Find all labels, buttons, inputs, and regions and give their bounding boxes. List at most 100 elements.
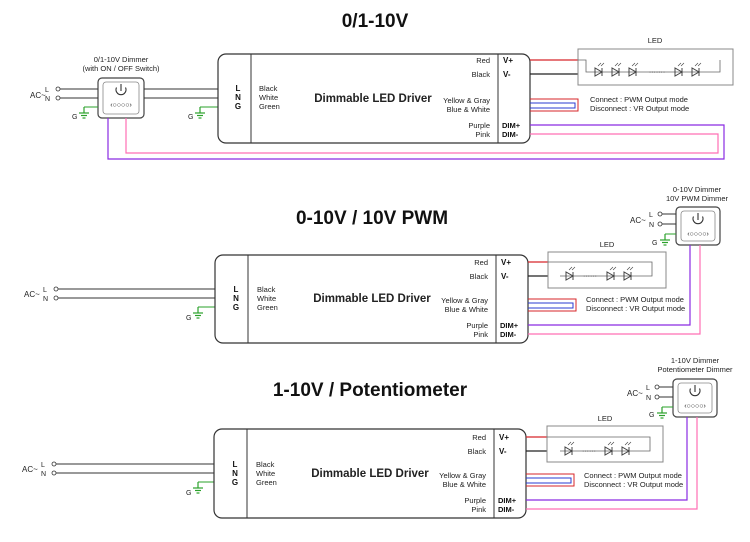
disconnect-text: Disconnect : VR Output mode: [584, 480, 683, 489]
section-1-10v-potentiometer: 1-10V / Potentiometer 1-10V Dimmer Poten…: [22, 356, 733, 519]
g-label-dimmer: G: [72, 114, 77, 121]
out-pink: Pink: [473, 330, 488, 339]
input-color-green: Green: [259, 102, 280, 111]
dimmer-box: [672, 378, 718, 418]
pin-vplus: V+: [499, 433, 509, 442]
pin-l: L: [234, 285, 239, 294]
out-blue-white: Blue & White: [447, 105, 490, 114]
n-label: N: [43, 296, 48, 303]
l-label: L: [43, 287, 47, 294]
power-icon: [692, 213, 704, 225]
input-color-white: White: [256, 469, 275, 478]
dimmer-label-line1: 1-10V Dimmer: [671, 356, 720, 365]
out-red: Red: [472, 433, 486, 442]
n-label: N: [646, 395, 651, 402]
led-label: LED: [600, 240, 615, 249]
out-black: Black: [470, 272, 489, 281]
pin-n: N: [232, 469, 238, 478]
pin-g: G: [233, 303, 239, 312]
out-red: Red: [476, 56, 490, 65]
n-label: N: [649, 222, 654, 229]
ac-label: AC~: [630, 216, 646, 225]
section-title: 0/1-10V: [342, 11, 409, 32]
pin-l: L: [236, 84, 241, 93]
dimmer-label-line2: Potentiometer Dimmer: [657, 365, 733, 374]
g-label-driver: G: [188, 114, 193, 121]
g-label-dimmer: G: [649, 412, 654, 419]
out-black: Black: [468, 447, 487, 456]
dimmer-dots: ‹○○○○›: [687, 231, 709, 238]
driver-title: Dimmable LED Driver: [313, 293, 431, 305]
dimmer-label-line2: 10V PWM Dimmer: [666, 194, 729, 203]
n-label: N: [41, 471, 46, 478]
pin-n: N: [233, 294, 239, 303]
connect-text: Connect : PWM Output mode: [586, 295, 684, 304]
l-label: L: [41, 462, 45, 469]
out-yellow-gray: Yellow & Gray: [439, 471, 486, 480]
pin-g: G: [232, 478, 238, 487]
svg-text:······: ······: [583, 273, 597, 280]
input-color-black: Black: [259, 84, 278, 93]
input-color-white: White: [257, 294, 276, 303]
pin-dimplus: DIM+: [500, 321, 519, 330]
input-color-green: Green: [257, 303, 278, 312]
out-yellow-gray: Yellow & Gray: [441, 296, 488, 305]
power-icon: [115, 84, 127, 96]
pin-vminus: V-: [499, 447, 507, 456]
out-purple: Purple: [468, 121, 490, 130]
connect-text: Connect : PWM Output mode: [590, 95, 688, 104]
l-label: L: [646, 385, 650, 392]
input-color-black: Black: [257, 285, 276, 294]
dimmer-label-line1: 0/1-10V Dimmer: [94, 55, 149, 64]
ac-label: AC~: [24, 290, 40, 299]
g-label-dimmer: G: [652, 240, 657, 247]
input-color-green: Green: [256, 478, 277, 487]
g-label-driver: G: [186, 490, 191, 497]
section-title: 1-10V / Potentiometer: [273, 380, 468, 401]
section-0-10v-pwm: 0-10V / 10V PWM 0-10V Dimmer 10V PWM Dim…: [24, 185, 729, 344]
out-pink: Pink: [471, 505, 486, 514]
pin-vplus: V+: [501, 258, 511, 267]
dimmer-box: [675, 206, 721, 246]
driver-title: Dimmable LED Driver: [311, 468, 429, 480]
out-blue-white: Blue & White: [443, 480, 486, 489]
dimmer-label-line2: (with ON / OFF Switch): [82, 64, 160, 73]
l-label: L: [649, 212, 653, 219]
l-label: L: [45, 87, 49, 94]
led-strip: [547, 251, 667, 289]
out-red: Red: [474, 258, 488, 267]
section-0-1-10v: 0/1-10V 0/1-10V Dimmer (with ON / OFF Sw…: [30, 11, 734, 160]
disconnect-text: Disconnect : VR Output mode: [586, 304, 685, 313]
connect-text: Connect : PWM Output mode: [584, 471, 682, 480]
dimmer-dots: ‹○○○○›: [684, 403, 706, 410]
out-pink: Pink: [475, 130, 490, 139]
pin-n: N: [235, 93, 241, 102]
pin-dimminus: DIM-: [498, 505, 515, 514]
pin-vminus: V-: [501, 272, 509, 281]
pin-dimplus: DIM+: [498, 496, 517, 505]
pin-dimminus: DIM-: [500, 330, 517, 339]
ac-label: AC~: [627, 389, 643, 398]
input-color-black: Black: [256, 460, 275, 469]
pin-l: L: [233, 460, 238, 469]
out-purple: Purple: [466, 321, 488, 330]
g-label-driver: G: [186, 315, 191, 322]
ac-label: AC~: [22, 465, 38, 474]
out-black: Black: [472, 70, 491, 79]
dimmer-dots: ‹○○○○›: [110, 102, 132, 109]
ac-label: AC~: [30, 91, 46, 100]
pin-dimplus: DIM+: [502, 121, 521, 130]
n-label: N: [45, 96, 50, 103]
out-purple: Purple: [464, 496, 486, 505]
led-label: LED: [598, 414, 613, 423]
pin-vplus: V+: [503, 56, 513, 65]
driver-title: Dimmable LED Driver: [314, 93, 432, 105]
led-strip: [577, 48, 734, 86]
led-strip: [546, 425, 664, 463]
led-label: LED: [648, 36, 663, 45]
pin-vminus: V-: [503, 70, 511, 79]
svg-text:·······: ·······: [649, 69, 665, 76]
section-title: 0-10V / 10V PWM: [296, 208, 448, 229]
input-color-white: White: [259, 93, 278, 102]
